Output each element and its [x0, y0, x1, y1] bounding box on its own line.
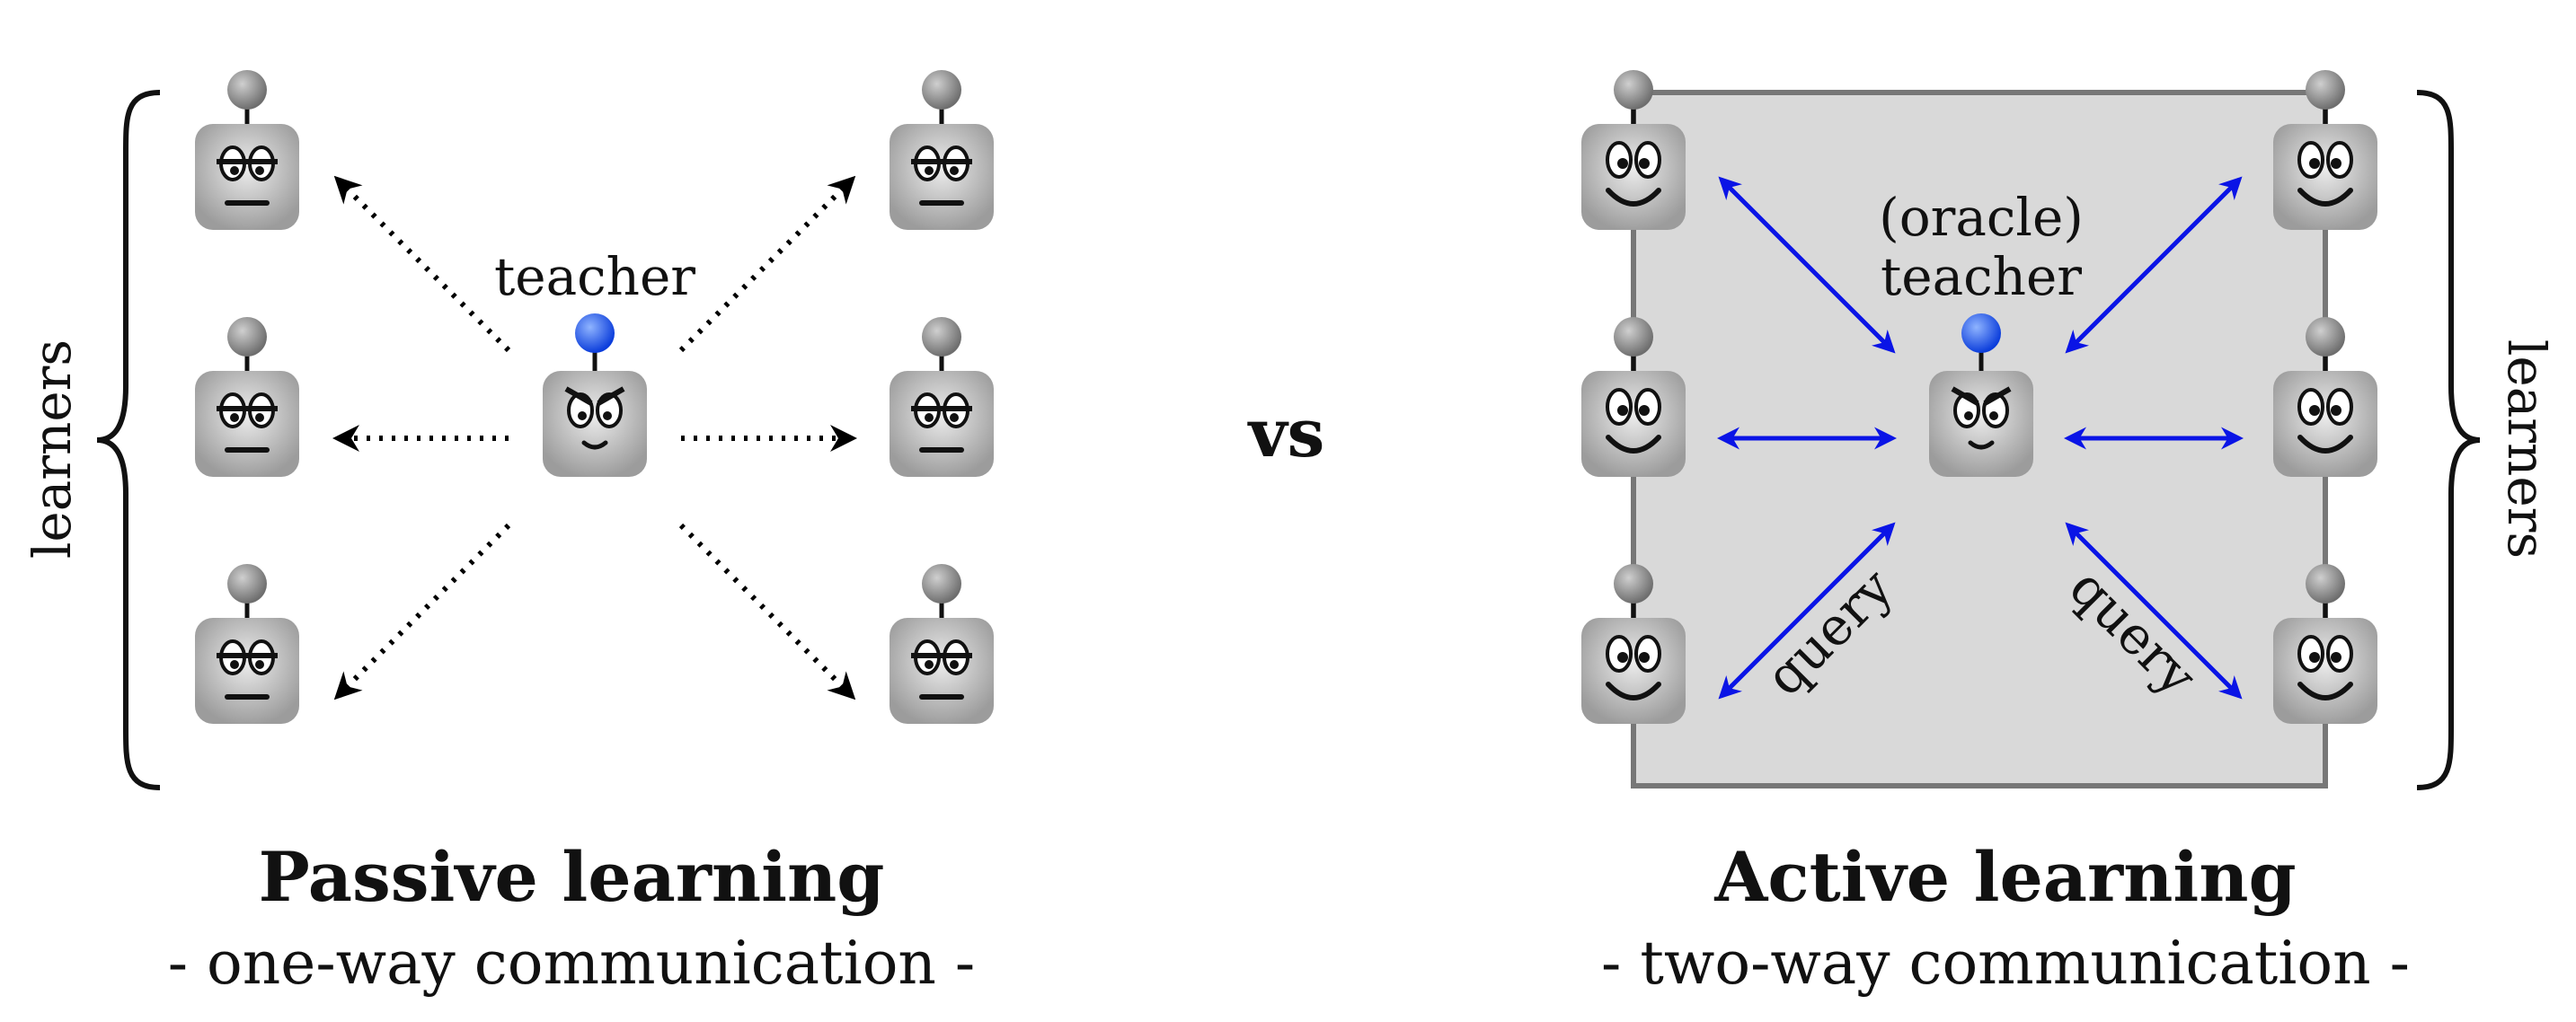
learner-robot: [890, 564, 994, 724]
teacher-antenna-ball: [575, 313, 615, 353]
two-way-arrow: [1718, 176, 1896, 354]
one-way-arrow: [333, 175, 511, 353]
learners-brace-right: [2416, 90, 2481, 790]
one-way-arrow: [333, 523, 511, 700]
two-way-arrow: [1718, 522, 1896, 700]
one-way-arrow: [678, 523, 856, 700]
learners-label-right: learners: [2496, 339, 2557, 559]
learner-robot: [890, 317, 994, 477]
learners-brace-left: [96, 90, 161, 790]
oracle-label: (oracle): [1879, 187, 2084, 248]
vs-label: vs: [1247, 395, 1325, 472]
passive-title: Passive learning: [259, 837, 885, 917]
two-way-arrow: [2065, 176, 2243, 354]
teacher-label: teacher: [494, 246, 695, 307]
learner-robot: [890, 70, 994, 230]
passive-subtitle: - one-way communication -: [168, 929, 975, 998]
two-way-arrow: [2065, 522, 2243, 700]
learner-robot: [195, 70, 299, 230]
learner-robot: [195, 564, 299, 724]
learners-label-left: learners: [22, 339, 83, 559]
one-way-arrow: [678, 175, 856, 353]
teacher-robot: [543, 344, 647, 477]
learner-robot: [195, 317, 299, 477]
teacher-label: teacher: [1881, 246, 2082, 307]
active-panel: (oracle) teacher query query learners Ac…: [1581, 70, 2557, 998]
teacher-antenna-ball: [1961, 313, 2001, 353]
passive-panel: learners teacher Passive learning - one-…: [22, 70, 994, 998]
active-title: Active learning: [1713, 837, 2296, 917]
active-subtitle: - two-way communication -: [1601, 929, 2410, 998]
